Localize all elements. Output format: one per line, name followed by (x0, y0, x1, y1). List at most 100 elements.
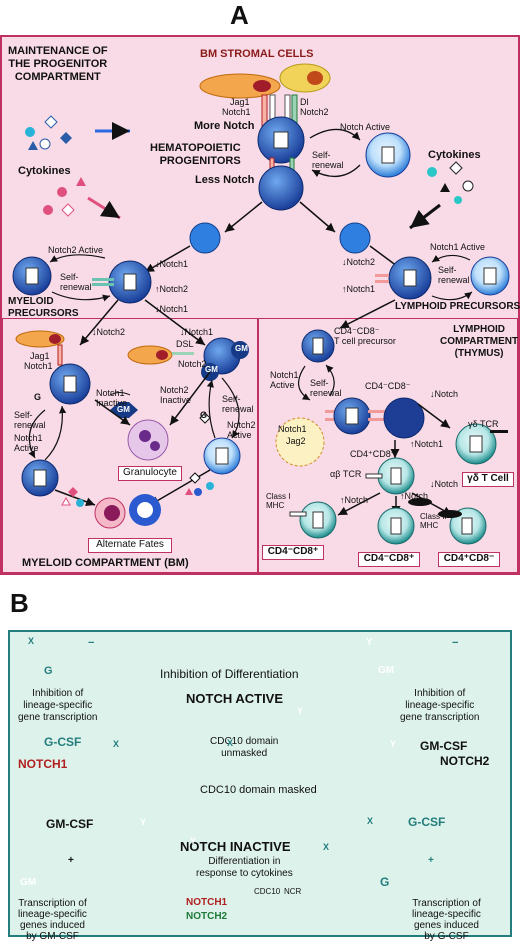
notch1-down-label-3: ↓Notch1 (180, 327, 214, 337)
panel-a (0, 35, 520, 575)
self-renewal-top: Self-renewal (312, 150, 344, 170)
panel-b (8, 630, 512, 937)
self-renewal-thymus: Self-renewal (310, 378, 342, 398)
alternate-fates-label: Alternate Fates (88, 538, 172, 553)
cd4neg-cd8pos-label: CD4⁻CD8⁺ (262, 545, 324, 560)
notch2-active-label: Notch2 Active (48, 245, 104, 255)
notch-active-label: Notch Active (340, 122, 391, 132)
jag1-label: Jag1 (230, 97, 250, 107)
lymphoid-compartment-label: LYMPHOID COMPARTMENT (THYMUS) (440, 324, 519, 359)
cytokines-right-label: Cytokines (428, 149, 481, 161)
g-gene-1: G (44, 665, 53, 677)
gd-tcr-label: γδ TCR (468, 419, 499, 429)
notch2-down-label: ↓Notch2 (342, 257, 376, 267)
notch-active-heading: NOTCH ACTIVE (186, 691, 284, 706)
gm-badge-2: GM (235, 344, 248, 353)
self-renewal-lymphoid: Self-renewal (438, 265, 470, 285)
cytokine-symbols-blue (25, 115, 72, 150)
ab-tcr-label: αβ TCR (330, 469, 362, 479)
gm-badge-1: GM (205, 365, 218, 374)
lymphoid-compartment-box (258, 318, 518, 573)
x-badge-4: X (367, 816, 374, 826)
cytokine-symbols-red (43, 177, 86, 217)
g-badge-1: G (34, 392, 42, 402)
g-csf-left-label: G-CSF (44, 735, 82, 749)
up-notch-label-1: ↑Notch (340, 495, 369, 505)
dl-label: Dl (300, 97, 309, 107)
legend-notch1: NOTCH1 (186, 897, 228, 908)
cd4neg-cd8pos-label-2: CD4⁻CD8⁺ (358, 552, 420, 567)
lymphoid-precursors-label: LYMPHOID PRECURSORS (395, 301, 520, 312)
gm-gene-1: GM (378, 665, 395, 676)
legend-ncr: NCR (284, 887, 302, 896)
granulocyte-label: Granulocyte (118, 466, 182, 481)
notch1-label: Notch1 (222, 107, 251, 117)
up-notch1-label: ↑Notch1 (410, 439, 444, 449)
notch2-up-label: ↑Notch2 (155, 284, 189, 294)
y-badge-3: Y (390, 739, 397, 749)
cytokines-left-label: Cytokines (18, 165, 71, 177)
self-renewal-myeloid: Self-renewal (60, 272, 92, 292)
stromal-cell-right (279, 63, 331, 93)
notch1-down-label-2: ↓Notch1 (155, 304, 189, 314)
maintenance-heading: MAINTENANCE OF THE PROGENITOR COMPARTMEN… (8, 45, 108, 83)
minus-symbol-2: − (452, 637, 459, 649)
jag2-label: Jag2 (286, 436, 306, 446)
myeloid-precursors-label: MYELOID PRECURSORS (8, 296, 79, 319)
legend-notch2: NOTCH2 (186, 911, 228, 922)
inhibition-differentiation-label: Inhibition of Differentiation (160, 667, 299, 681)
notch2-label: Notch2 (300, 107, 329, 117)
self-renewal-notch1: Self-renewal (14, 410, 46, 430)
plus-symbol-2: + (428, 855, 434, 866)
notch1-up-label: ↑Notch1 (342, 284, 376, 294)
notch2-label-b: NOTCH2 (440, 754, 490, 768)
up-notch-label-2: ↑Notch (400, 491, 429, 501)
t-cell-precursor-label: CD4⁻CD8⁻T cell precursor (334, 326, 396, 346)
down-notch-label-2: ↓Notch (430, 479, 459, 489)
g-csf-right-label: G-CSF (408, 815, 446, 829)
notch2-down-label-2: ↓Notch2 (92, 327, 126, 337)
panel-a-letter: A (230, 0, 249, 30)
plus-symbol-1: + (68, 855, 74, 866)
g-badge-2: G (200, 410, 208, 420)
myeloid-compartment-label: MYELOID COMPARTMENT (BM) (22, 557, 189, 569)
self-renewal-notch2: Self-renewal (222, 394, 254, 414)
down-notch-label: ↓Notch (430, 389, 459, 399)
cytokine-symbols-right (427, 161, 474, 204)
notch1-down-label: ↓Notch1 (155, 259, 189, 269)
y-badge-1: Y (366, 637, 373, 648)
jag1-label-2: Jag1 (30, 351, 50, 361)
progenitor-cell-bottom (258, 165, 304, 211)
y-badge-4: Y (140, 817, 147, 827)
x-badge-2: X (227, 738, 234, 748)
y-badge-2: Y (297, 706, 304, 716)
gm-gene-2: GM (20, 877, 37, 888)
less-notch-label: Less Notch (195, 174, 255, 186)
myeloid-compartment-box (2, 318, 258, 573)
cd4cd8-neg-label: CD4⁻CD8⁻ (365, 381, 411, 391)
minus-symbol-1: − (88, 637, 95, 649)
notch1-active-label: Notch1 Active (430, 242, 486, 252)
bm-stromal-label: BM STROMAL CELLS (200, 48, 314, 60)
panel-b-letter: B (10, 588, 29, 618)
cd4cd8-pos-label: CD4⁺CD8⁺ (350, 449, 396, 459)
more-notch-label: More Notch (194, 120, 255, 132)
cd4pos-cd8neg-label: CD4⁺CD8⁻ (438, 552, 500, 567)
dsl-label: DSL (176, 339, 194, 349)
g-gene-2: G (380, 875, 390, 889)
gm-csf-right-label: GM-CSF (420, 739, 468, 753)
gm-badge-3: GM (117, 405, 130, 414)
gd-t-cell-label: γδ T Cell (462, 472, 514, 487)
